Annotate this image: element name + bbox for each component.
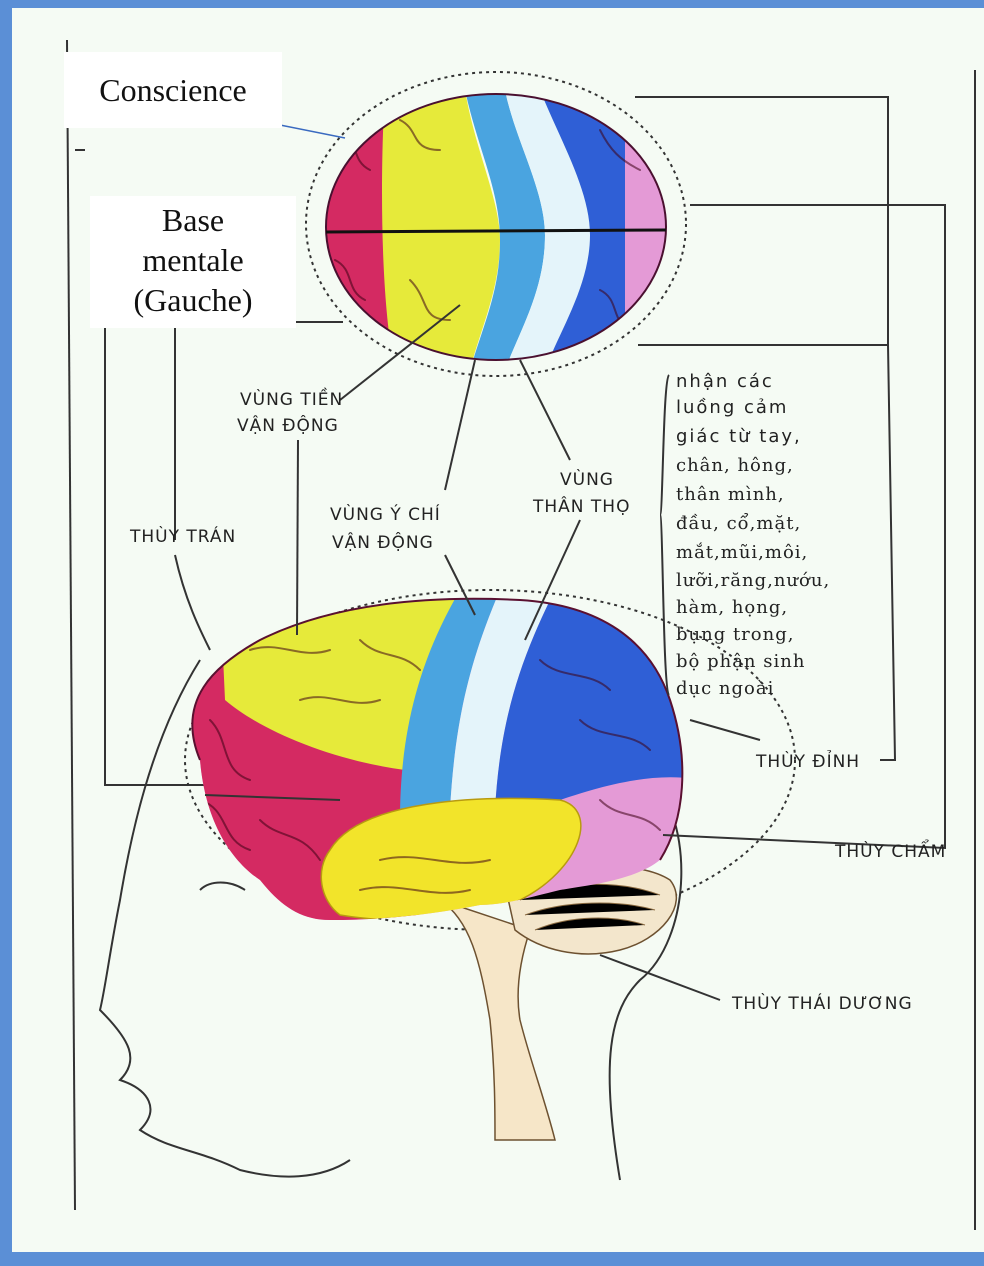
figure-panel: VÙNG TIỀN VẬN ĐỘNG THÙY TRÁN VÙNG Ý CHÍ … <box>12 8 984 1252</box>
base-mentale-line: (Gauche) <box>90 280 296 320</box>
brainstem <box>440 866 676 1140</box>
sensory-note: nhận các luồng cảm giác từ tay, chân, hô… <box>676 371 830 699</box>
note-line: chân, hông, <box>676 455 794 476</box>
base-mentale-line: Base <box>90 200 296 240</box>
label-vung-tien-van-dong-1: VÙNG TIỀN <box>240 386 343 410</box>
top-frontal-region <box>320 90 390 370</box>
top-view-brain <box>306 72 686 376</box>
note-line: dục ngoài <box>676 678 774 699</box>
conscience-box: Conscience <box>64 52 282 128</box>
note-line: giác từ tay, <box>676 426 802 447</box>
label-vung-y-chi-2: VẬN ĐỘNG <box>332 531 434 553</box>
label-vung-tien-van-dong-2: VẬN ĐỘNG <box>237 414 339 436</box>
label-vung-than-tho-2: THÂN THỌ <box>532 495 630 517</box>
label-thuy-cham: THÙY CHẨM <box>834 838 946 862</box>
note-line: bộ phận sinh <box>676 651 805 672</box>
note-line: luồng cảm <box>676 397 788 418</box>
base-mentale-line: mentale <box>90 240 296 280</box>
note-line: bụng trong, <box>676 624 794 645</box>
label-thuy-thai-duong: THÙY THÁI DƯƠNG <box>731 992 913 1014</box>
label-vung-y-chi-1: VÙNG Ý CHÍ <box>330 503 441 525</box>
note-line: nhận các <box>676 371 774 392</box>
note-line: hàm, họng, <box>676 597 788 618</box>
note-line: mắt,mũi,môi, <box>676 541 808 563</box>
conscience-pointer <box>280 125 345 138</box>
brain-diagram: VÙNG TIỀN VẬN ĐỘNG THÙY TRÁN VÙNG Ý CHÍ … <box>12 8 984 1252</box>
label-vung-than-tho-1: VÙNG <box>560 468 614 490</box>
conscience-label: Conscience <box>99 72 247 108</box>
base-mentale-box: Base mentale (Gauche) <box>90 196 296 328</box>
note-line: đầu, cổ,mặt, <box>676 512 801 534</box>
label-thuy-tran: THÙY TRÁN <box>129 525 236 547</box>
note-line: thân mình, <box>676 484 785 505</box>
note-line: lưỡi,răng,nướu, <box>676 570 830 591</box>
label-thuy-dinh: THÙY ĐỈNH <box>755 749 860 772</box>
